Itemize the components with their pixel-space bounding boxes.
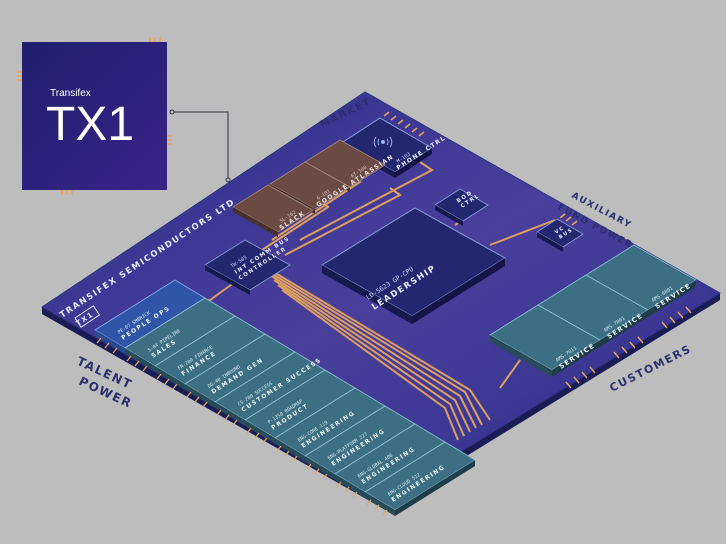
logo-product: TX1: [46, 98, 134, 151]
module-pin: [216, 409, 222, 416]
module-pin: [142, 365, 148, 372]
chip-vc-bus[interactable]: VC BUS: [536, 213, 584, 252]
module-pin: [322, 473, 328, 480]
module-pin: [246, 427, 252, 434]
vc-label-1: VC: [554, 225, 566, 236]
service-modules: AMS-7011 SERVICE AMS-7001 SERVICE AMS-60…: [489, 244, 697, 389]
module-pin: [224, 414, 230, 421]
module-pin: [276, 445, 282, 452]
logo-brand: Transifex: [50, 88, 91, 99]
service-module[interactable]: AMS-6001 SERVICE: [585, 244, 697, 317]
traces: [139, 161, 556, 441]
service-module[interactable]: AMS-7001 SERVICE: [537, 274, 649, 347]
module-pin: [374, 504, 380, 511]
module-pin: [344, 486, 350, 493]
module-pin: [104, 342, 110, 349]
module-pin: [232, 419, 238, 426]
chip-bod-ctrl[interactable]: BOD CTRL: [434, 188, 489, 226]
module-pin: [112, 347, 118, 354]
module-pin: [186, 391, 192, 398]
module-pin: [306, 463, 312, 470]
module-pin: [172, 383, 178, 390]
module-pin: [194, 396, 200, 403]
module-pin: [352, 491, 358, 498]
module-pin: [254, 432, 260, 439]
module-pin: [134, 360, 140, 367]
module-pin: [126, 355, 132, 362]
logo-chip: Transifex TX1: [17, 37, 172, 195]
module-pin: [366, 499, 372, 506]
module-pin: [96, 337, 102, 344]
module-pin: [202, 401, 208, 408]
chip-pins: [383, 111, 425, 137]
logo-connector: [169, 109, 231, 183]
module-pin: [314, 468, 320, 475]
module-pin: [164, 378, 170, 385]
module-pin: [292, 455, 298, 462]
logo-pins: [17, 37, 172, 195]
service-module[interactable]: AMS-7011 SERVICE: [489, 304, 601, 377]
module-pin: [382, 509, 388, 516]
module-pin: [262, 437, 268, 444]
vc-pins: [559, 213, 578, 226]
module-pin: [156, 373, 162, 380]
radio-waves-icon: [373, 136, 393, 148]
module-pin: [336, 481, 342, 488]
chip-leadership-cpu[interactable]: LD-5623 GP-CPU LEADERSHIP: [321, 207, 506, 324]
module-pin: [284, 450, 290, 457]
service-pins: [565, 306, 692, 389]
